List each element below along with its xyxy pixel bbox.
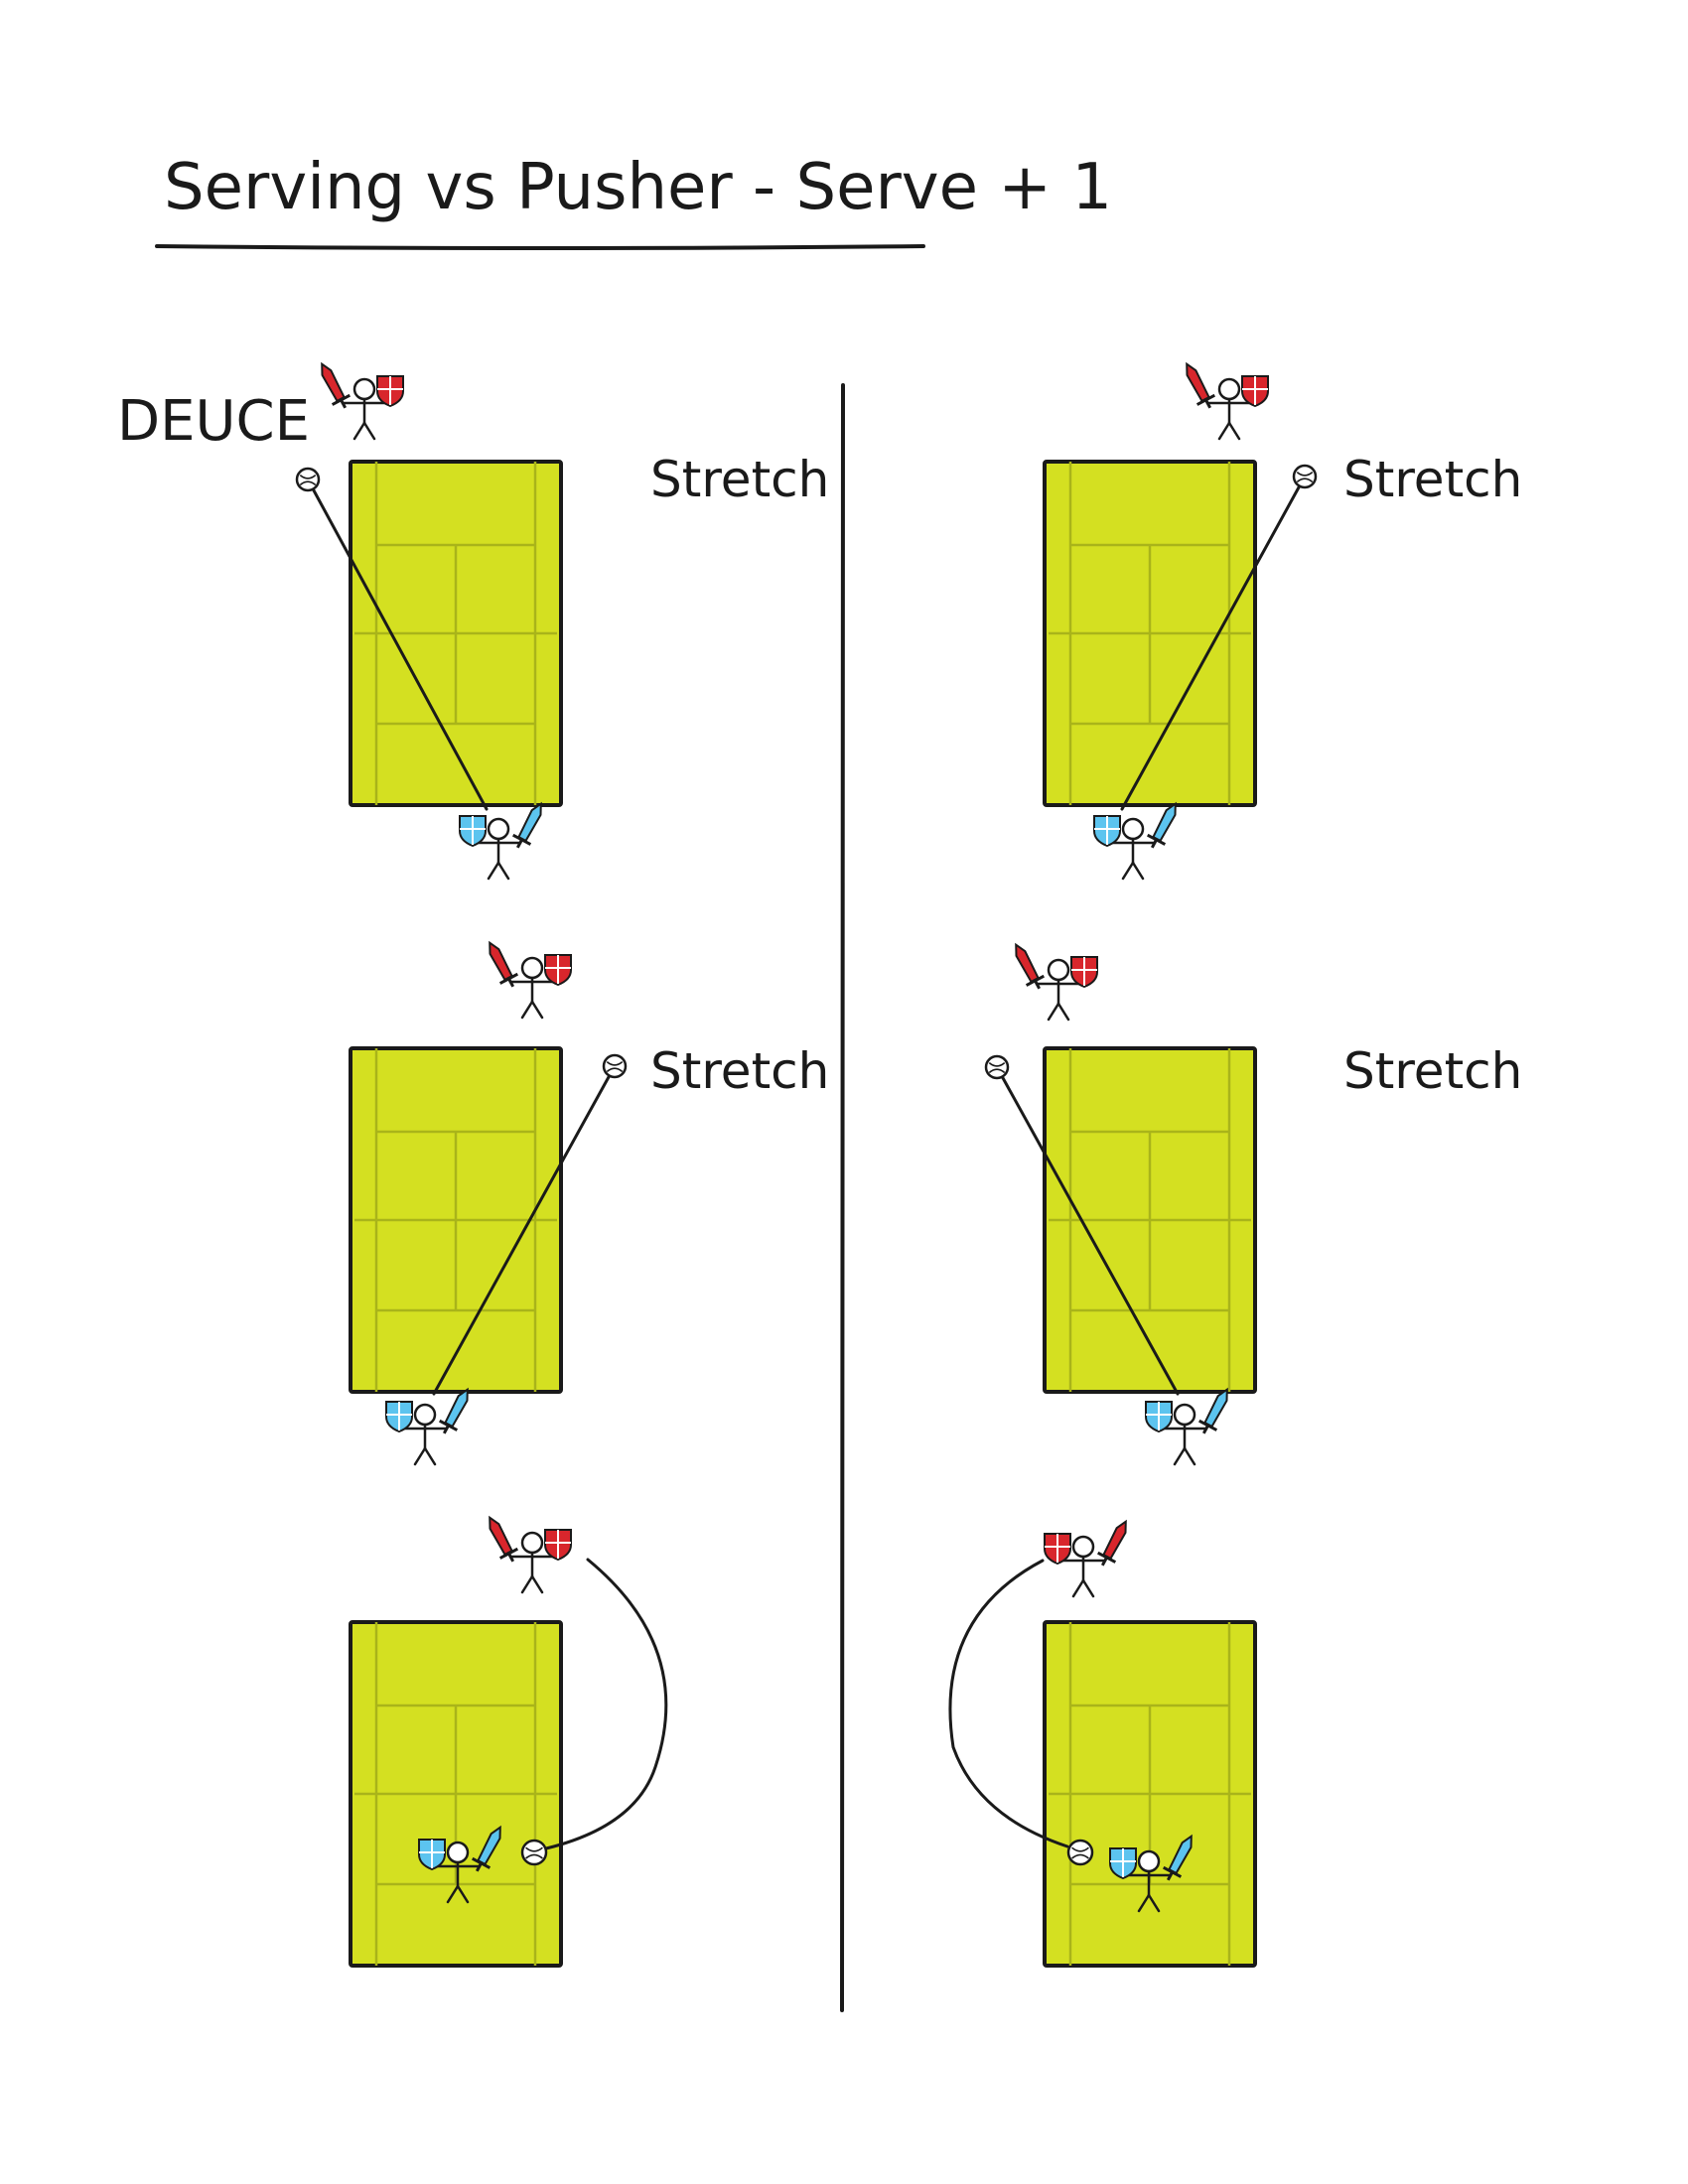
shield-icon: [1109, 1847, 1137, 1880]
shield-icon: [459, 815, 487, 848]
shield-icon: [418, 1839, 446, 1871]
stretch-label-deuce-plus-one: Stretch: [650, 1042, 829, 1100]
court-ad-return: [1043, 1620, 1257, 1968]
player-leg: [1071, 1578, 1085, 1598]
server-deuce-return: [418, 1825, 501, 1904]
sword-icon: [1197, 1387, 1228, 1434]
player-leg: [1173, 1446, 1187, 1466]
shot-line-deuce-serve: [306, 478, 489, 811]
player-head: [1173, 1403, 1196, 1427]
sword-icon: [1186, 361, 1216, 409]
player-leg: [1217, 421, 1231, 441]
sword-icon: [489, 1515, 519, 1563]
sword-icon: [489, 940, 519, 988]
sword-icon: [1096, 1519, 1127, 1567]
sword-icon: [438, 1387, 469, 1434]
player-leg: [456, 1884, 470, 1904]
player-leg: [413, 1446, 427, 1466]
ball-deuce-plus-one: [602, 1053, 628, 1079]
court-deuce-plus-one: [349, 1046, 563, 1394]
sword-icon: [471, 1825, 501, 1872]
player-leg: [1227, 421, 1241, 441]
player-head: [520, 956, 544, 980]
opponent-ad-plus-one: [1015, 942, 1098, 1022]
shot-curve-deuce-return: [544, 1558, 668, 1850]
stretch-label-ad-plus-one: Stretch: [1343, 1042, 1522, 1100]
sword-icon: [511, 801, 542, 849]
ball-ad-plus-one: [984, 1054, 1010, 1080]
player-leg: [446, 1884, 460, 1904]
sword-icon: [1015, 942, 1046, 990]
page-title: Serving vs Pusher - Serve + 1: [164, 151, 1112, 224]
column-divider: [839, 383, 845, 2012]
player-head: [1047, 958, 1070, 982]
player-leg: [520, 1000, 534, 1020]
player-leg: [1137, 1893, 1151, 1913]
court-deuce-return: [349, 1620, 563, 1968]
sword-icon: [1146, 801, 1177, 849]
player-head: [1121, 817, 1145, 841]
shield-icon: [385, 1401, 413, 1433]
sword-icon: [1162, 1834, 1193, 1881]
sword-icon: [321, 361, 352, 409]
player-leg: [1056, 1002, 1070, 1022]
player-leg: [1131, 861, 1145, 881]
player-head: [413, 1403, 437, 1427]
player-leg: [487, 861, 500, 881]
player-leg: [423, 1446, 437, 1466]
shot-line-deuce-plus-one: [432, 1064, 617, 1396]
server-deuce-serve: [459, 801, 542, 881]
player-leg: [362, 421, 376, 441]
shield-icon: [1093, 815, 1121, 848]
player-leg: [1121, 861, 1135, 881]
opponent-deuce-return: [489, 1515, 572, 1594]
shield-icon: [1145, 1401, 1173, 1433]
player-leg: [520, 1574, 534, 1594]
stretch-label-deuce-serve: Stretch: [650, 451, 829, 508]
court-ad-serve: [1043, 460, 1257, 807]
shot-line-ad-serve: [1120, 475, 1307, 811]
player-leg: [1183, 1446, 1196, 1466]
player-leg: [1147, 1893, 1161, 1913]
ball-deuce-return: [520, 1839, 548, 1866]
player-leg: [1047, 1002, 1060, 1022]
shield-icon: [1070, 956, 1098, 989]
shield-icon: [376, 375, 404, 408]
court-deuce-serve: [349, 460, 563, 807]
player-leg: [530, 1574, 544, 1594]
deuce-side-label: DEUCE: [117, 389, 310, 454]
shield-icon: [544, 1529, 572, 1562]
shot-curve-ad-return: [948, 1559, 1069, 1848]
opponent-deuce-serve: [321, 361, 404, 441]
player-head: [352, 377, 376, 401]
player-leg: [352, 421, 366, 441]
player-head: [1217, 377, 1241, 401]
opponent-ad-return: [1044, 1519, 1127, 1598]
opponent-ad-serve: [1186, 361, 1269, 441]
server-deuce-plus-one: [385, 1387, 469, 1466]
player-head: [1071, 1535, 1095, 1559]
title-underline: [155, 244, 925, 250]
server-ad-return: [1109, 1834, 1193, 1913]
ball-ad-serve: [1292, 464, 1318, 489]
server-ad-serve: [1093, 801, 1177, 881]
player-head: [487, 817, 510, 841]
player-head: [446, 1841, 470, 1864]
shield-icon: [544, 954, 572, 987]
ball-deuce-serve: [295, 467, 321, 492]
shot-line-ad-plus-one: [995, 1065, 1180, 1396]
server-ad-plus-one: [1145, 1387, 1228, 1466]
shield-icon: [1241, 375, 1269, 408]
shield-icon: [1044, 1533, 1071, 1566]
player-leg: [1081, 1578, 1095, 1598]
player-leg: [530, 1000, 544, 1020]
player-leg: [496, 861, 510, 881]
player-head: [1137, 1849, 1161, 1873]
player-head: [520, 1531, 544, 1555]
ball-ad-return: [1066, 1839, 1094, 1866]
opponent-deuce-plus-one: [489, 940, 572, 1020]
stretch-label-ad-serve: Stretch: [1343, 451, 1522, 508]
court-ad-plus-one: [1043, 1046, 1257, 1394]
